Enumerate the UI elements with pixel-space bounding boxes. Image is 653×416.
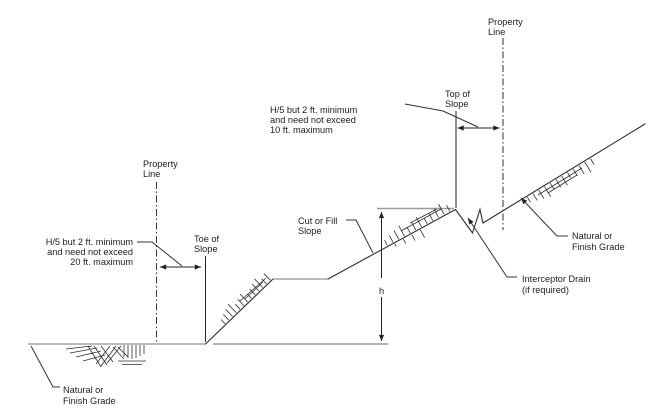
setback-top-label-line3: 10 ft. maximum xyxy=(270,125,333,135)
natural-grade-right-leader xyxy=(520,197,568,237)
natural-grade-left-label: Natural or Finish Grade xyxy=(63,385,116,406)
property-line-right-label-line1: Property xyxy=(488,17,523,27)
toe-of-slope-label: Toe of Slope xyxy=(194,234,219,254)
cut-or-fill-slope-label-line1: Cut or Fill xyxy=(298,216,337,226)
setback-top-label-line1: H/5 but 2 ft. minimum xyxy=(270,105,358,115)
interceptor-drain-label: Interceptor Drain (if required) xyxy=(522,274,590,295)
slope-hatch-streaks xyxy=(239,167,583,302)
fill-slope-line xyxy=(204,278,274,345)
natural-grade-line xyxy=(482,123,646,224)
height-dimension-label: h xyxy=(374,283,389,297)
height-label-backing xyxy=(374,283,389,297)
cut-or-fill-slope-label: Cut or Fill Slope xyxy=(298,216,337,236)
property-line-left-label-line1: Property xyxy=(143,159,178,169)
natural-grade-right-label: Natural or Finish Grade xyxy=(572,231,625,252)
setback-top-leader xyxy=(404,103,479,128)
property-line-left-label: Property Line xyxy=(143,159,178,179)
cut-slope-hatch-lower xyxy=(394,229,425,247)
height-dimension-text: h xyxy=(379,286,384,296)
toe-of-slope-label-line1: Toe of xyxy=(194,234,219,244)
setback-toe-label-line1: H/5 but 2 ft. minimum xyxy=(46,237,134,247)
interceptor-drain-label-line2: (if required) xyxy=(522,285,569,295)
setback-toe-label: H/5 but 2 ft. minimum and need not excee… xyxy=(46,237,134,267)
cut-slope-hatch-upper xyxy=(384,203,451,246)
interceptor-drain-leader xyxy=(467,217,517,278)
top-of-slope-label-line1: Top of xyxy=(445,89,470,99)
toe-of-slope-label-line2: Slope xyxy=(194,244,218,254)
cut-slope-line xyxy=(327,208,457,280)
setback-top-label: H/5 but 2 ft. minimum and need not excee… xyxy=(270,105,358,135)
natural-grade-left-label-line1: Natural or xyxy=(63,385,103,395)
fill-slope-hatch xyxy=(220,273,271,325)
earth-hatch-lower-ground xyxy=(65,345,146,368)
natural-grade-left-leader xyxy=(30,345,60,388)
interceptor-drain-label-line1: Interceptor Drain xyxy=(522,274,590,284)
property-line-right-label-line2: Line xyxy=(488,27,505,37)
interceptor-drain-notch xyxy=(454,207,484,235)
property-line-left-label-line2: Line xyxy=(143,169,160,179)
setback-toe-label-line3: 20 ft. maximum xyxy=(70,257,133,267)
top-of-slope-label: Top of Slope xyxy=(445,89,470,109)
property-line-right-label: Property Line xyxy=(488,17,523,37)
natural-grade-left-label-line2: Finish Grade xyxy=(63,396,116,406)
natural-grade-right-label-line2: Finish Grade xyxy=(572,242,625,252)
natural-grade-right-label-line1: Natural or xyxy=(572,231,612,241)
cut-or-fill-slope-label-line2: Slope xyxy=(298,226,322,236)
hatch-layer xyxy=(65,158,595,368)
cut-or-fill-leader xyxy=(346,219,374,254)
top-of-slope-label-line2: Slope xyxy=(445,99,469,109)
setback-top-label-line2: and need not exceed xyxy=(270,115,356,125)
setback-toe-label-line2: and need not exceed xyxy=(47,247,133,257)
natural-grade-hatch xyxy=(526,158,595,203)
setback-toe-leader xyxy=(137,241,183,267)
